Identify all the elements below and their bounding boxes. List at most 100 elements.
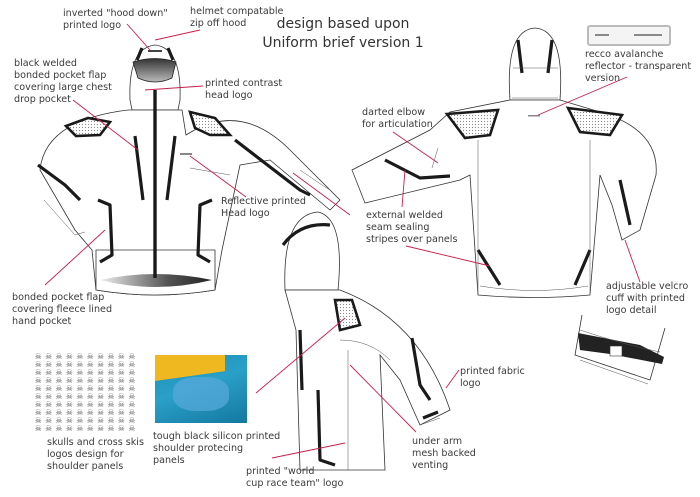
skull-cross-skis-icon: ☠ bbox=[107, 424, 115, 433]
label-hood-logo: inverted "hood down"printed logo bbox=[63, 8, 168, 31]
skull-cross-skis-icon: ☠ bbox=[117, 352, 125, 361]
skull-cross-skis-icon: ☠ bbox=[34, 424, 42, 433]
skull-cross-skis-icon: ☠ bbox=[45, 376, 53, 385]
skull-cross-skis-icon: ☠ bbox=[117, 392, 125, 401]
skull-cross-skis-icon: ☠ bbox=[117, 408, 125, 417]
skull-cross-skis-icon: ☠ bbox=[55, 368, 63, 377]
skull-cross-skis-icon: ☠ bbox=[107, 360, 115, 369]
skull-cross-skis-icon: ☠ bbox=[65, 424, 73, 433]
skull-cross-skis-icon: ☠ bbox=[97, 352, 105, 361]
skull-cross-skis-icon: ☠ bbox=[97, 392, 105, 401]
skull-cross-skis-icon: ☠ bbox=[86, 360, 94, 369]
skull-cross-skis-icon: ☠ bbox=[107, 392, 115, 401]
skull-cross-skis-icon: ☠ bbox=[117, 416, 125, 425]
skull-cross-skis-icon: ☠ bbox=[128, 352, 136, 361]
skull-cross-skis-icon: ☠ bbox=[107, 376, 115, 385]
front-jacket-drawing bbox=[37, 44, 341, 296]
skull-cross-skis-icon: ☠ bbox=[97, 360, 105, 369]
skull-cross-skis-icon: ☠ bbox=[117, 424, 125, 433]
skull-cross-skis-icon: ☠ bbox=[45, 368, 53, 377]
skull-cross-skis-icon: ☠ bbox=[45, 408, 53, 417]
skull-cross-skis-icon: ☠ bbox=[128, 392, 136, 401]
skull-cross-skis-icon: ☠ bbox=[117, 400, 125, 409]
skull-cross-skis-icon: ☠ bbox=[117, 360, 125, 369]
skull-cross-skis-icon: ☠ bbox=[65, 368, 73, 377]
skull-cross-skis-icon: ☠ bbox=[76, 384, 84, 393]
skull-cross-skis-icon: ☠ bbox=[97, 400, 105, 409]
skull-cross-skis-icon: ☠ bbox=[34, 400, 42, 409]
skull-cross-skis-icon: ☠ bbox=[128, 424, 136, 433]
skull-cross-skis-icon: ☠ bbox=[65, 352, 73, 361]
skull-cross-skis-icon: ☠ bbox=[86, 384, 94, 393]
skull-cross-skis-icon: ☠ bbox=[65, 376, 73, 385]
recco-reflector-badge bbox=[587, 25, 671, 46]
skull-cross-skis-icon: ☠ bbox=[55, 376, 63, 385]
skull-cross-skis-icon: ☠ bbox=[45, 352, 53, 361]
skull-cross-skis-icon: ☠ bbox=[34, 376, 42, 385]
skull-cross-skis-icon: ☠ bbox=[65, 392, 73, 401]
skull-cross-skis-icon: ☠ bbox=[34, 352, 42, 361]
skull-cross-skis-icon: ☠ bbox=[107, 368, 115, 377]
skull-cross-skis-icon: ☠ bbox=[34, 360, 42, 369]
skull-cross-skis-icon: ☠ bbox=[55, 384, 63, 393]
skull-cross-skis-icon: ☠ bbox=[55, 408, 63, 417]
title-line-1: design based upon bbox=[276, 16, 410, 32]
skull-cross-skis-icon: ☠ bbox=[55, 352, 63, 361]
skull-cross-skis-icon: ☠ bbox=[34, 368, 42, 377]
skull-cross-skis-icon: ☠ bbox=[55, 400, 63, 409]
skull-cross-skis-icon: ☠ bbox=[34, 392, 42, 401]
skull-cross-skis-icon: ☠ bbox=[34, 408, 42, 417]
skull-cross-skis-icon: ☠ bbox=[128, 360, 136, 369]
skull-cross-skis-icon: ☠ bbox=[76, 424, 84, 433]
skull-cross-skis-icon: ☠ bbox=[97, 424, 105, 433]
skull-cross-skis-icon: ☠ bbox=[34, 416, 42, 425]
skull-cross-skis-icon: ☠ bbox=[86, 416, 94, 425]
skull-cross-skis-icon: ☠ bbox=[128, 368, 136, 377]
skull-cross-skis-icon: ☠ bbox=[65, 416, 73, 425]
skull-cross-skis-icon: ☠ bbox=[45, 424, 53, 433]
skull-cross-skis-icon: ☠ bbox=[45, 400, 53, 409]
title-line-2: Uniform brief version 1 bbox=[262, 35, 424, 51]
skull-cross-skis-icon: ☠ bbox=[86, 376, 94, 385]
skull-cross-skis-icon: ☠ bbox=[76, 416, 84, 425]
silicon-shoulder-photo bbox=[155, 355, 247, 423]
skull-cross-skis-icon: ☠ bbox=[86, 368, 94, 377]
skull-cross-skis-icon: ☠ bbox=[65, 360, 73, 369]
skull-cross-skis-icon: ☠ bbox=[76, 392, 84, 401]
skull-cross-skis-icon: ☠ bbox=[45, 360, 53, 369]
skull-cross-skis-icon: ☠ bbox=[117, 368, 125, 377]
skull-cross-skis-icon: ☠ bbox=[76, 400, 84, 409]
skull-cross-skis-icon: ☠ bbox=[107, 408, 115, 417]
skull-cross-skis-icon: ☠ bbox=[65, 400, 73, 409]
skull-cross-skis-icon: ☠ bbox=[55, 392, 63, 401]
leader-lines bbox=[44, 23, 641, 459]
skull-cross-skis-icon: ☠ bbox=[97, 368, 105, 377]
skull-cross-skis-icon: ☠ bbox=[128, 416, 136, 425]
skull-cross-skis-icon: ☠ bbox=[117, 384, 125, 393]
side-jacket-drawing bbox=[281, 211, 451, 471]
skull-cross-skis-icon: ☠ bbox=[55, 360, 63, 369]
skull-cross-skis-icon: ☠ bbox=[128, 376, 136, 385]
skulls-cross-skis-pattern: ☠☠☠☠☠☠☠☠☠☠☠☠☠☠☠☠☠☠☠☠☠☠☠☠☠☠☠☠☠☠☠☠☠☠☠☠☠☠☠☠… bbox=[33, 353, 137, 433]
skull-cross-skis-icon: ☠ bbox=[97, 408, 105, 417]
skull-cross-skis-icon: ☠ bbox=[45, 416, 53, 425]
skull-cross-skis-icon: ☠ bbox=[55, 416, 63, 425]
skull-cross-skis-icon: ☠ bbox=[107, 400, 115, 409]
skull-cross-skis-icon: ☠ bbox=[97, 384, 105, 393]
skull-cross-skis-icon: ☠ bbox=[86, 392, 94, 401]
skull-cross-skis-icon: ☠ bbox=[97, 416, 105, 425]
